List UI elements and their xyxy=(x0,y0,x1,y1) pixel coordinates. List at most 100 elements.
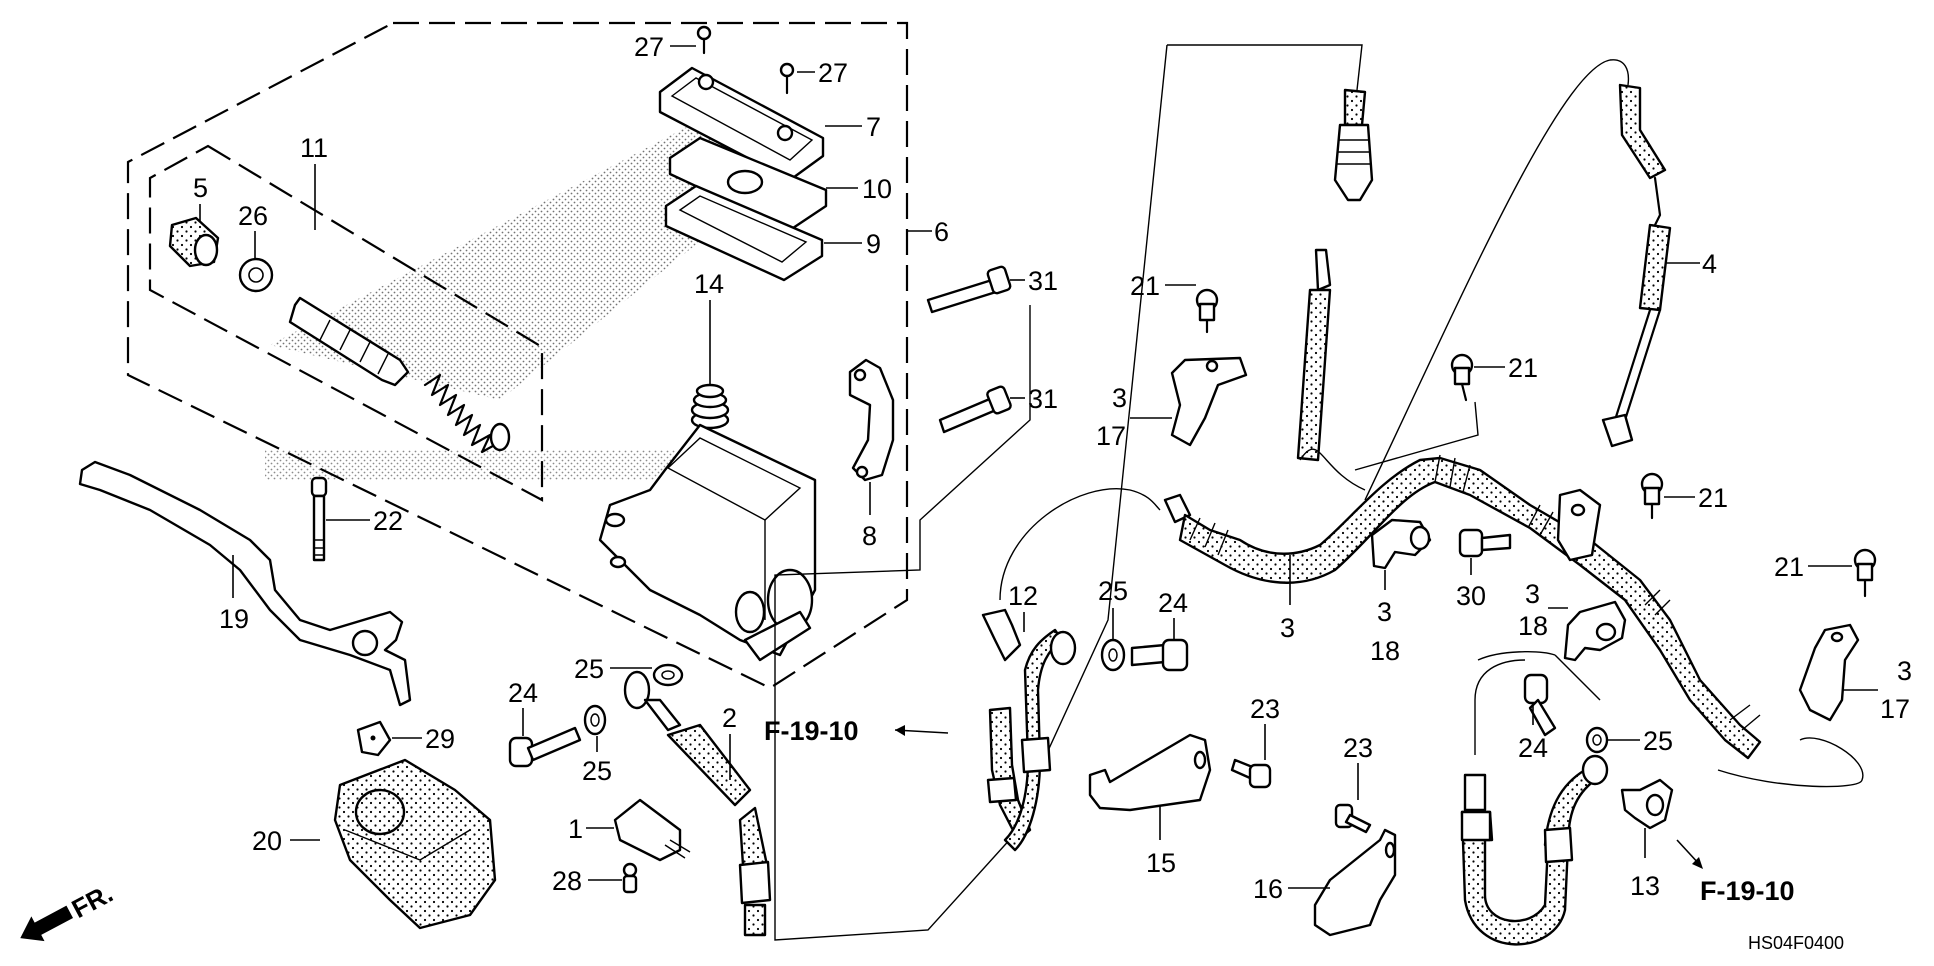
boot-5 xyxy=(168,216,220,268)
bolt-31-lower xyxy=(938,385,1012,434)
callout-11: 11 xyxy=(300,133,328,163)
callout-1: 1 xyxy=(568,814,583,844)
bolt-30 xyxy=(1458,528,1512,558)
cross-reference-label[interactable]: F-19-10 xyxy=(1700,876,1795,906)
callout-26: 26 xyxy=(238,201,268,231)
callout-21: 21 xyxy=(1508,353,1538,383)
callout-18: 18 xyxy=(1370,636,1400,666)
cross-reference-label[interactable]: F-19-10 xyxy=(764,716,859,746)
callout-28: 28 xyxy=(552,866,582,896)
callout-2: 2 xyxy=(722,703,737,733)
bolt-24-left xyxy=(508,726,582,768)
callout-29: 29 xyxy=(425,724,455,754)
front-direction-indicator: FR. xyxy=(20,878,118,942)
bolt-31-upper xyxy=(926,265,1012,314)
front-arrow-icon xyxy=(20,905,74,942)
callout-3: 3 xyxy=(1280,613,1295,643)
callout-27: 27 xyxy=(818,58,848,88)
callout-25: 25 xyxy=(574,654,604,684)
callout-3: 3 xyxy=(1112,383,1127,413)
callout-3: 3 xyxy=(1377,597,1392,627)
callout-17: 17 xyxy=(1880,694,1910,724)
reference-curve-right xyxy=(1477,651,1864,788)
brake-hose-lower-right xyxy=(1460,659,1609,946)
callout-20: 20 xyxy=(252,826,282,856)
callout-21: 21 xyxy=(1130,271,1160,301)
reservoir-cap-7 xyxy=(658,66,825,182)
callout-24: 24 xyxy=(1518,733,1548,763)
brake-lever-19 xyxy=(78,460,412,707)
cover-20 xyxy=(333,758,497,930)
bracket-15 xyxy=(1088,733,1212,812)
clamp-17-right xyxy=(1798,623,1860,722)
callout-7: 7 xyxy=(866,112,881,142)
callout-18: 18 xyxy=(1518,611,1548,641)
clamp-18-right xyxy=(1563,600,1627,662)
bolt-21-c xyxy=(1640,472,1664,520)
reference-frame-top xyxy=(774,44,1363,941)
bracket-16 xyxy=(1313,828,1397,937)
callout-21: 21 xyxy=(1774,552,1804,582)
piston-set xyxy=(288,296,410,387)
bolt-21-a xyxy=(1195,288,1219,334)
diaphragm-9 xyxy=(664,184,824,282)
washer-25-upper-left xyxy=(652,663,684,687)
callout-25: 25 xyxy=(582,756,612,786)
callout-13: 13 xyxy=(1630,871,1660,901)
callout-8: 8 xyxy=(862,521,877,551)
clamp-18-middle xyxy=(1370,518,1432,570)
brake-hose-4 xyxy=(1299,59,1700,501)
callout-23: 23 xyxy=(1250,694,1280,724)
spring xyxy=(423,373,511,454)
bolt-21-b xyxy=(1354,353,1479,471)
callout-4: 4 xyxy=(1702,249,1717,279)
callout-21: 21 xyxy=(1698,483,1728,513)
washer-25-lower-left xyxy=(583,704,607,736)
callout-22: 22 xyxy=(373,506,403,536)
brake-light-switch-1 xyxy=(613,798,691,862)
clamp-17-upper xyxy=(1170,356,1248,447)
diagram-code: HS04F0400 xyxy=(1748,933,1844,953)
callout-3: 3 xyxy=(1897,656,1912,686)
callouts: 27 27 7 10 9 6 11 5 26 14 31 31 xyxy=(193,32,1912,904)
assembly-boundary-6 xyxy=(126,21,932,690)
bolt-23-a xyxy=(1230,758,1272,789)
screw-27-right xyxy=(779,62,795,95)
master-cylinder-body xyxy=(598,423,817,662)
callout-3: 3 xyxy=(1525,579,1540,609)
callout-31: 31 xyxy=(1028,266,1058,296)
callout-10: 10 xyxy=(862,174,892,204)
brake-hose-12-assembly xyxy=(981,488,1161,852)
callout-24: 24 xyxy=(1158,588,1188,618)
bolt-24-mid xyxy=(1130,638,1189,672)
callout-9: 9 xyxy=(866,229,881,259)
washer-25-right xyxy=(1585,726,1609,754)
callout-30: 30 xyxy=(1456,581,1486,611)
callout-19: 19 xyxy=(219,604,249,634)
callout-17: 17 xyxy=(1096,421,1126,451)
callout-16: 16 xyxy=(1253,874,1283,904)
circlip-26 xyxy=(238,257,274,293)
callout-24: 24 xyxy=(508,678,538,708)
brake-hose-3 xyxy=(1163,454,1762,760)
callout-25: 25 xyxy=(1098,576,1128,606)
bolt-24-right xyxy=(1523,673,1557,737)
clip-13 xyxy=(1620,778,1674,830)
diaphragm-plate-10 xyxy=(668,136,828,232)
callout-6: 6 xyxy=(934,217,949,247)
cross-reference-left[interactable]: F-19-10 xyxy=(764,716,949,746)
holder-8 xyxy=(848,358,895,482)
hose-segment-vertical xyxy=(1296,248,1332,462)
pivot-bolt-22 xyxy=(310,476,328,562)
brake-hose-2 xyxy=(623,670,772,937)
callout-12: 12 xyxy=(1008,581,1038,611)
spring-14 xyxy=(690,383,730,430)
cross-reference-right[interactable]: F-19-10 xyxy=(1676,839,1795,906)
callout-25: 25 xyxy=(1643,726,1673,756)
bolt-21-d xyxy=(1853,548,1877,598)
front-label: FR. xyxy=(67,878,118,924)
hose-fitting-top xyxy=(1333,88,1374,202)
bolt-23-b xyxy=(1334,803,1372,834)
screw-28 xyxy=(622,862,638,894)
